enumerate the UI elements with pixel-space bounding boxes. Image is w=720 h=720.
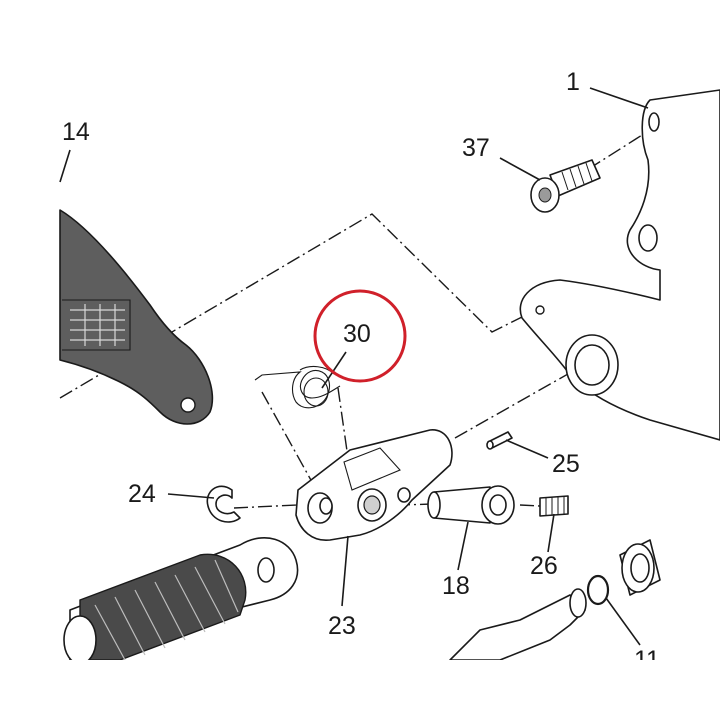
callout-30: 30 — [343, 320, 371, 348]
callout-25: 25 — [552, 450, 580, 478]
shift-rod — [449, 539, 661, 661]
callout-14: 14 — [62, 118, 90, 146]
part-26-grub-screw — [539, 495, 569, 517]
callout-24: 24 — [128, 480, 156, 508]
part-18-bushing — [427, 485, 515, 525]
footpeg — [63, 536, 299, 665]
callout-1: 1 — [566, 68, 580, 96]
part-37-screw — [530, 159, 601, 213]
highlight-circle — [313, 289, 407, 383]
assembly-lines — [59, 129, 651, 509]
part-25-pin — [486, 431, 513, 450]
part-24-e-clip — [206, 485, 241, 523]
callout-37: 37 — [462, 134, 490, 162]
callout-26: 26 — [530, 552, 558, 580]
callout-18: 18 — [442, 572, 470, 600]
bottom-mask — [0, 660, 720, 720]
leader-lines — [59, 87, 649, 646]
callout-23: 23 — [328, 612, 356, 640]
part-14-lever — [59, 209, 214, 425]
part-23-pivot-block — [295, 429, 453, 541]
part-1-bracket — [519, 89, 720, 441]
